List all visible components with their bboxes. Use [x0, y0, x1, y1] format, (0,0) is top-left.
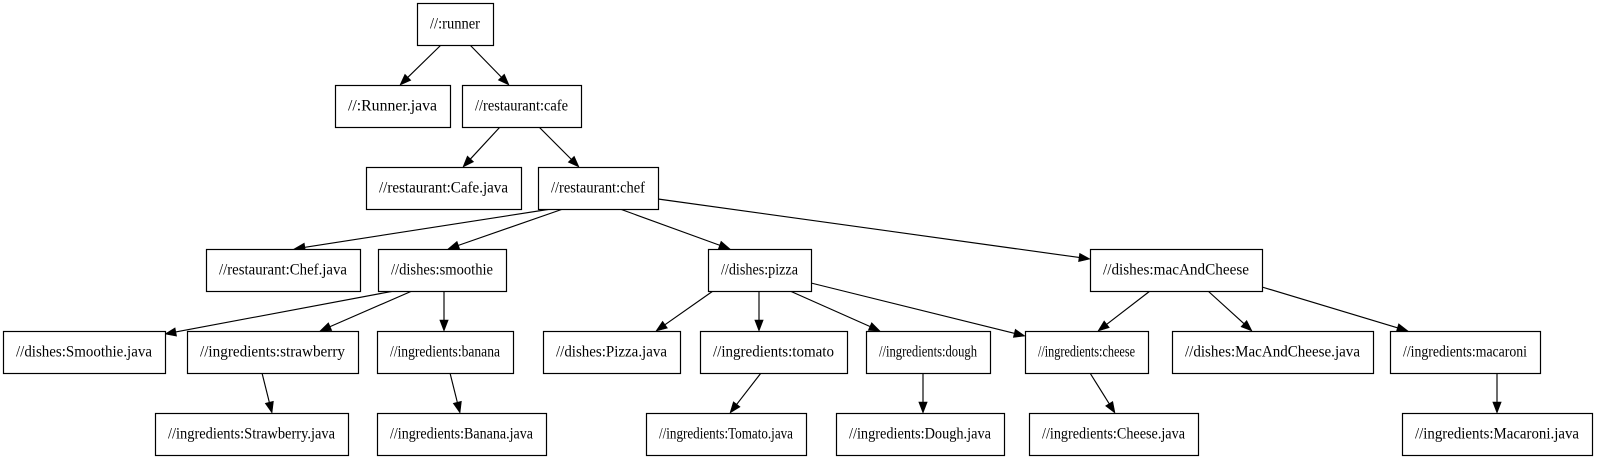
graph-node-dough-java[interactable]: //ingredients:Dough.java — [835, 412, 1006, 457]
graph-edge — [1097, 290, 1151, 332]
graph-edge — [729, 372, 762, 414]
graph-node-pizza-java[interactable]: //dishes:Pizza.java — [542, 330, 682, 375]
graph-edge — [449, 372, 462, 414]
graph-edge — [319, 290, 413, 332]
graph-node-label: //dishes:macAndCheese — [1103, 262, 1249, 279]
graph-edge — [810, 282, 1026, 338]
graph-node-smoothie-java[interactable]: //dishes:Smoothie.java — [2, 330, 167, 375]
graph-node-label: //restaurant:Cafe.java — [379, 180, 508, 197]
graph-edge — [754, 291, 764, 332]
graph-node-restaurant-chef[interactable]: //restaurant:chef — [537, 166, 660, 211]
graph-node-label: //dishes:MacAndCheese.java — [1185, 344, 1360, 361]
graph-edge — [447, 208, 564, 250]
graph-node-macaroni-java[interactable]: //ingredients:Macaroni.java — [1401, 412, 1594, 457]
graph-node-chef-java[interactable]: //restaurant:Chef.java — [205, 248, 362, 293]
graph-node-label: //dishes:Smoothie.java — [16, 344, 152, 361]
graph-node-label: //:runner — [430, 16, 481, 33]
graph-node-label: //ingredients:Dough.java — [849, 426, 991, 443]
graph-node-ing-dough[interactable]: //ingredients:dough — [865, 330, 992, 375]
graph-node-label: //ingredients:Strawberry.java — [168, 426, 335, 443]
graph-edge — [657, 198, 1091, 263]
graph-node-ing-cheese[interactable]: //ingredients:cheese — [1024, 330, 1150, 375]
graph-node-ing-tomato[interactable]: //ingredients:tomato — [699, 330, 849, 375]
graph-node-runner[interactable]: //:runner — [416, 2, 495, 47]
graph-node-label: //ingredients:Macaroni.java — [1415, 426, 1579, 443]
graph-node-label: //dishes:pizza — [721, 262, 798, 279]
graph-edge — [399, 44, 442, 86]
graph-node-tomato-java[interactable]: //ingredients:Tomato.java — [645, 412, 808, 457]
graph-edge — [789, 290, 881, 332]
graph-node-label: //dishes:Pizza.java — [556, 344, 667, 361]
graph-node-dishes-pizza[interactable]: //dishes:pizza — [707, 248, 813, 293]
graph-edge — [293, 208, 552, 252]
graph-node-ing-macaroni[interactable]: //ingredients:macaroni — [1389, 330, 1542, 375]
graph-node-label: //ingredients:banana — [390, 344, 500, 361]
graph-node-label: //ingredients:cheese — [1038, 344, 1135, 361]
graph-edge — [1207, 290, 1253, 332]
graph-edge — [538, 126, 580, 168]
graph-node-cafe-java[interactable]: //restaurant:Cafe.java — [365, 166, 523, 211]
graph-node-label: //ingredients:dough — [879, 344, 977, 361]
graph-node-ing-strawberry[interactable]: //ingredients:strawberry — [186, 330, 360, 375]
graph-edge — [619, 208, 731, 250]
graph-node-label: //ingredients:macaroni — [1403, 344, 1528, 361]
node-layer: //:runner //:Runner.java //restaurant:cafe… — [2, 2, 1594, 457]
graph-node-label: //ingredients:strawberry — [200, 344, 345, 361]
graph-node-ing-banana[interactable]: //ingredients:banana — [376, 330, 515, 375]
graph-node-dishes-mac[interactable]: //dishes:macAndCheese — [1089, 248, 1264, 293]
graph-node-label: //restaurant:chef — [551, 180, 646, 197]
graph-node-mac-java[interactable]: //dishes:MacAndCheese.java — [1171, 330, 1375, 375]
graph-node-label: //restaurant:cafe — [475, 98, 568, 115]
graph-edge — [1089, 372, 1116, 414]
graph-edge — [164, 290, 395, 337]
graph-edge — [655, 290, 714, 332]
graph-edge — [918, 373, 928, 414]
graph-edge — [462, 126, 501, 168]
graph-edge — [1261, 286, 1409, 333]
graph-node-label: //dishes:smoothie — [391, 262, 493, 279]
graph-node-label: //ingredients:Cheese.java — [1042, 426, 1185, 443]
graph-node-dishes-smoothie[interactable]: //dishes:smoothie — [377, 248, 508, 293]
graph-edge — [261, 372, 274, 414]
graph-node-runner-java[interactable]: //:Runner.java — [334, 84, 452, 129]
graph-node-strawberry-java[interactable]: //ingredients:Strawberry.java — [154, 412, 350, 457]
graph-node-label: //:Runner.java — [348, 98, 437, 115]
graph-node-label: //ingredients:Banana.java — [390, 426, 533, 443]
graph-node-label: //ingredients:tomato — [713, 344, 834, 361]
graph-node-restaurant-cafe[interactable]: //restaurant:cafe — [461, 84, 583, 129]
graph-edge — [1492, 373, 1502, 414]
graph-edge — [439, 291, 449, 332]
graph-node-banana-java[interactable]: //ingredients:Banana.java — [376, 412, 548, 457]
graph-node-label: //ingredients:Tomato.java — [659, 426, 793, 443]
graph-edge — [469, 44, 510, 86]
graph-node-cheese-java[interactable]: //ingredients:Cheese.java — [1028, 412, 1200, 457]
graph-node-label: //restaurant:Chef.java — [219, 262, 347, 279]
